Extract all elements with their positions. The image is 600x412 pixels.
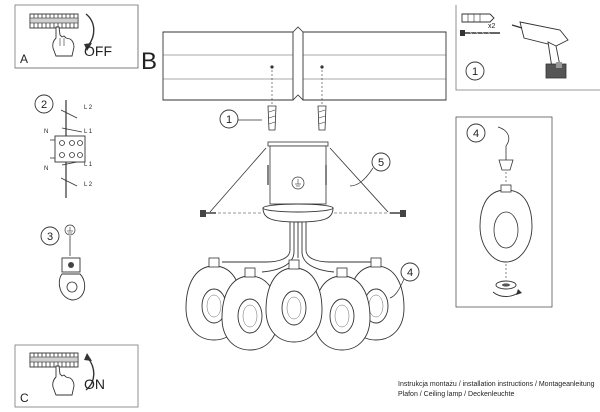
step-1-main-badge <box>219 109 239 129</box>
tools-panel: x2 1 <box>460 13 569 81</box>
caption-line-2: Plafon / Ceiling lamp / Deckenleuchte <box>398 391 515 398</box>
switch-on-label: ON <box>84 376 105 392</box>
wall-plug-icon <box>461 13 495 23</box>
step-2-number: 2 <box>41 99 47 111</box>
panel-a-letter: A <box>20 52 28 66</box>
screw-icon <box>460 30 500 36</box>
ground-terminal-icon <box>58 257 86 301</box>
pendant-socket-icon <box>497 126 514 184</box>
main-fixture: 1 <box>185 65 420 351</box>
fuse-box-icon <box>29 13 79 29</box>
step-1-main-number: 1 <box>226 114 232 126</box>
step-4-side-badge <box>466 123 486 143</box>
caption-line-1: Instrukcja montażu / installation instru… <box>398 381 595 388</box>
panel-c-letter: C <box>20 391 29 405</box>
shade-install-panel: 4 <box>455 116 553 308</box>
side-screw-right <box>390 210 406 217</box>
wiring-step: 2 L 2 L 1 L 1 L 2 N N <box>34 94 93 198</box>
step-1-tools-number: 1 <box>472 66 478 78</box>
wire-label-n-bottom: N <box>44 166 48 172</box>
wire-label-l1-bottom: L 1 <box>84 162 93 168</box>
terminal-block-icon <box>50 100 86 198</box>
ground-step: 3 <box>40 224 86 301</box>
panel-b: B <box>15 5 600 101</box>
glass-shade-3 <box>265 259 323 343</box>
arrow-up-icon <box>84 353 95 391</box>
step-5-badge <box>371 152 391 172</box>
ground-symbol-icon <box>64 224 76 256</box>
side-screw-left <box>200 210 216 217</box>
step-4-main-number: 4 <box>407 267 413 279</box>
glass-shade-icon <box>479 184 533 278</box>
step-1-tools-badge <box>465 61 485 81</box>
hand-icon <box>52 26 75 57</box>
step-2-badge <box>34 94 54 114</box>
drill-icon <box>511 21 569 79</box>
wire-label-l1-top: L 1 <box>84 129 93 135</box>
wire-label-n-top: N <box>44 129 48 135</box>
fuse-box-on-icon <box>29 352 79 368</box>
step-3-number: 3 <box>47 231 53 243</box>
hand-on-icon <box>52 365 75 396</box>
locking-ring-icon <box>492 280 522 297</box>
wire-label-l2-top: L 2 <box>84 105 93 111</box>
panel-b-letter: B <box>141 48 157 75</box>
fixture-arms <box>222 222 374 273</box>
ceiling-screws <box>267 65 327 131</box>
screw-count-label: x2 <box>488 23 496 30</box>
arrow-down-icon <box>84 13 95 51</box>
step-4-main-badge <box>400 262 420 282</box>
step-4-side-number: 4 <box>473 128 479 140</box>
mounting-bracket <box>267 141 329 205</box>
panel-a: OFF A <box>14 4 139 69</box>
panel-c: ON C <box>14 344 139 408</box>
canopy-cover <box>200 147 406 223</box>
wire-label-l2-bottom: L 2 <box>84 182 93 188</box>
step-3-badge <box>40 226 60 246</box>
step-5-number: 5 <box>378 157 384 169</box>
switch-off-label: OFF <box>84 43 112 59</box>
ceiling-slab <box>162 26 447 101</box>
